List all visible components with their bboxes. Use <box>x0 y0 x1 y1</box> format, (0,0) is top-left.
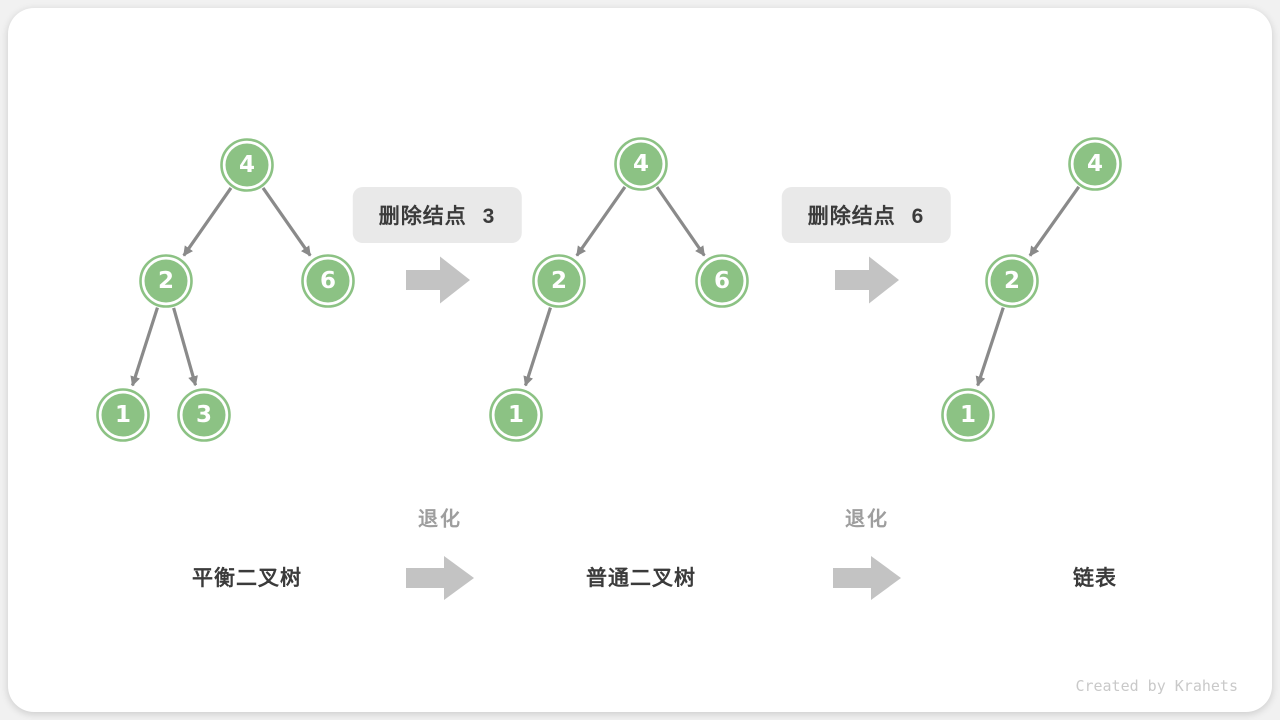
node-value: 6 <box>714 268 730 294</box>
tree-edge-2-3 <box>172 307 198 387</box>
degrade-arrow-2-icon <box>833 556 901 600</box>
transition-arrow-1-icon <box>406 256 470 304</box>
linked-list-label: 链表 <box>1073 567 1117 590</box>
node-value: 2 <box>551 268 567 294</box>
tree-node-4: 4 <box>220 138 274 192</box>
ordinary-binary-tree: 4 2 6 1 <box>489 137 749 442</box>
node-value: 1 <box>115 402 131 428</box>
tree-node-3: 3 <box>177 388 231 442</box>
balanced-binary-tree: 4 2 6 1 3 <box>96 138 355 442</box>
tree-edge-4-6 <box>655 186 706 257</box>
tree-node-2: 2 <box>139 254 193 308</box>
node-value: 1 <box>960 402 976 428</box>
ordinary-binary-tree-label: 普通二叉树 <box>586 567 696 590</box>
tree-edge-2-1 <box>130 307 159 387</box>
tree-node-6: 6 <box>695 254 749 308</box>
node-value: 6 <box>320 268 336 294</box>
tree-node-1: 1 <box>96 388 150 442</box>
node-value: 4 <box>633 151 649 177</box>
node-value: 4 <box>1087 151 1103 177</box>
tree-edge-2-1 <box>523 307 552 387</box>
tree-node-2: 2 <box>532 254 586 308</box>
balanced-binary-tree-label: 平衡二叉树 <box>192 567 302 590</box>
transition-arrow-2-icon <box>835 256 899 304</box>
node-value: 3 <box>196 402 212 428</box>
watermark: Created by Krahets <box>1075 677 1238 695</box>
tree-node-2: 2 <box>985 254 1039 308</box>
tree-node-1: 1 <box>941 388 995 442</box>
tree-node-4: 4 <box>1068 137 1122 191</box>
tree-edge-2-1 <box>975 307 1005 387</box>
degenerated-linked-list-tree: 4 2 1 <box>941 137 1122 442</box>
tree-edge-4-2 <box>575 186 627 257</box>
tree-node-6: 6 <box>301 254 355 308</box>
tree-node-1: 1 <box>489 388 543 442</box>
tree-edge-4-2 <box>182 187 233 257</box>
tree-edge-4-6 <box>261 187 312 257</box>
degrade-arrow-1-icon <box>406 556 474 600</box>
degrade-label-1: 退化 <box>418 508 462 531</box>
delete-node-3-label: 删除结点 3 <box>352 187 522 243</box>
node-value: 2 <box>1004 268 1020 294</box>
tree-node-4: 4 <box>614 137 668 191</box>
delete-node-6-label: 删除结点 6 <box>781 187 951 243</box>
degrade-label-2: 退化 <box>845 508 889 531</box>
canvas-card <box>8 8 1272 712</box>
node-value: 2 <box>158 268 174 294</box>
node-value: 1 <box>508 402 524 428</box>
tree-edge-4-2 <box>1028 185 1081 257</box>
node-value: 4 <box>239 152 255 178</box>
